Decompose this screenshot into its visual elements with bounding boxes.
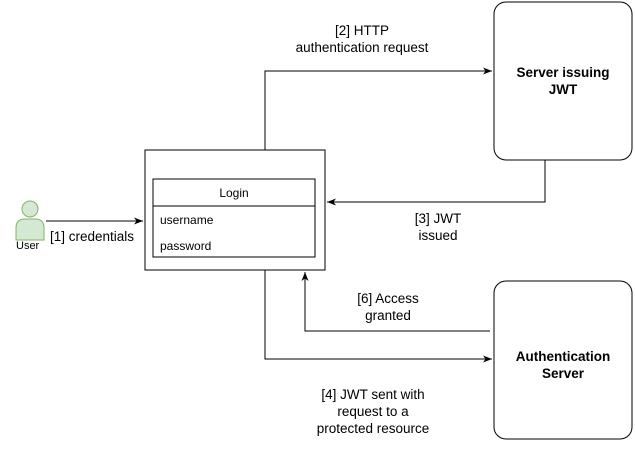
server-jwt-title-line1: Server issuing xyxy=(516,65,610,80)
edge-label-step6: [6] Access granted xyxy=(338,290,438,324)
edge-label-step2-line2: authentication request xyxy=(295,40,429,55)
user-label: User xyxy=(16,240,40,252)
edge-label-step6-line1: [6] Access xyxy=(357,291,419,306)
edge-label-step3-line2: issued xyxy=(418,228,458,243)
server-jwt-title: Server issuing JWT xyxy=(494,64,632,98)
edge-label-step4-line3: protected resource xyxy=(316,421,430,436)
auth-server-box xyxy=(493,280,633,440)
login-form xyxy=(152,178,316,258)
edge-label-step4: [4] JWT sent with request to a protected… xyxy=(303,386,443,437)
auth-server-title-line2: Server xyxy=(541,366,585,381)
edge-label-step1: [1] credentials xyxy=(50,229,135,244)
username-field: username xyxy=(160,213,214,227)
auth-server-title-line1: Authentication xyxy=(515,349,611,364)
server-jwt-box xyxy=(493,1,633,161)
edge-step3 xyxy=(327,160,546,206)
user-icon xyxy=(15,200,45,241)
password-field: password xyxy=(160,239,212,253)
edge-label-step2-line1: [2] HTTP xyxy=(334,23,389,38)
auth-server-title: Authentication Server xyxy=(494,348,632,382)
edge-label-step4-line2: request to a xyxy=(337,404,409,419)
login-title: Login xyxy=(219,186,249,200)
edge-label-step6-line2: granted xyxy=(365,308,411,323)
edge-label-step3-line1: [3] JWT xyxy=(414,211,462,226)
edge-step2 xyxy=(264,67,492,150)
edge-step4 xyxy=(264,270,492,363)
edge-label-step3: [3] JWT issued xyxy=(388,210,488,244)
edge-label-step2: [2] HTTP authentication request xyxy=(272,22,452,56)
edge-step6 xyxy=(301,272,490,332)
edge-label-step4-line1: [4] JWT sent with xyxy=(321,387,425,402)
server-jwt-title-line2: JWT xyxy=(548,82,578,97)
